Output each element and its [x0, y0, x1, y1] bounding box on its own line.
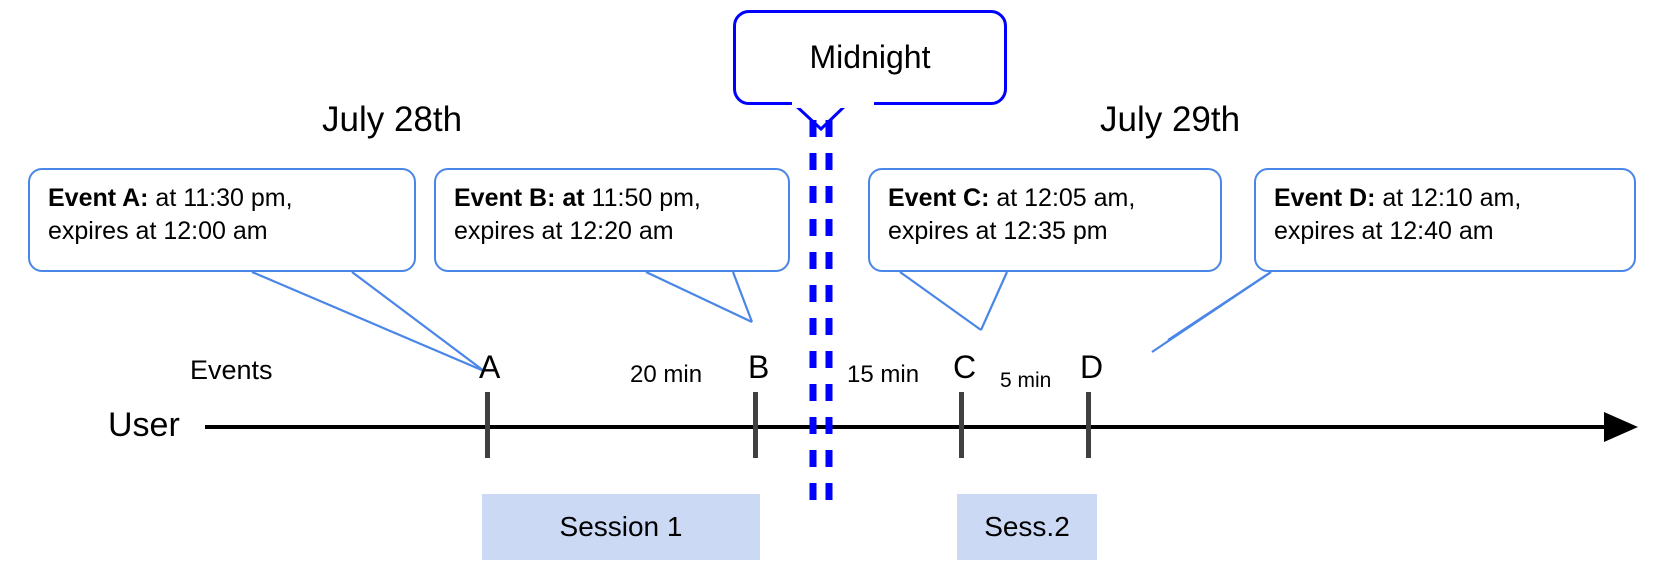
tick-mark-d	[1086, 392, 1091, 458]
leader-line-event-a	[251, 270, 485, 373]
midnight-label: Midnight	[809, 39, 931, 75]
callout-event-b-bold: Event B: at	[454, 184, 585, 212]
tick-label-c: C	[953, 349, 977, 385]
callout-event-d-rest: at 12:10 am,	[1375, 184, 1522, 212]
leader-line-event-b	[645, 271, 754, 323]
callout-event-b-line1: Event B: at 11:50 pm,	[454, 182, 774, 215]
gap-label-c-to-d: 5 min	[1000, 369, 1052, 392]
gap-label-a-to-b: 20 min	[630, 361, 703, 388]
session-box-1: Session 1	[482, 494, 760, 560]
callout-event-c: Event C: at 12:05 am, expires at 12:35 p…	[868, 168, 1222, 272]
tick-mark-c	[959, 392, 964, 458]
date-label-july-29: July 29th	[1100, 100, 1241, 139]
tick-label-d: D	[1080, 349, 1104, 385]
tick-label-a: A	[479, 349, 501, 385]
row-label-events: Events	[190, 355, 273, 385]
gap-label-b-to-c: 15 min	[847, 361, 920, 388]
callout-event-a-bold: Event A:	[48, 184, 149, 212]
callout-event-d: Event D: at 12:10 am, expires at 12:40 a…	[1254, 168, 1636, 272]
callout-event-b: Event B: at 11:50 pm, expires at 12:20 a…	[434, 168, 790, 272]
callout-event-c-rest: at 12:05 am,	[989, 184, 1136, 212]
callout-event-d-line1: Event D: at 12:10 am,	[1274, 182, 1620, 215]
callout-event-a-line1: Event A: at 11:30 pm,	[48, 182, 400, 215]
date-label-july-28: July 28th	[322, 100, 463, 139]
row-label-user: User	[108, 406, 180, 444]
tick-mark-a	[485, 392, 490, 458]
callout-event-c-line2: expires at 12:35 pm	[888, 216, 1108, 245]
callout-event-c-bold: Event C:	[888, 184, 990, 212]
callout-event-b-line2: expires at 12:20 am	[454, 216, 674, 245]
session-box-1-label: Session 1	[559, 511, 683, 542]
callout-event-d-bold: Event D:	[1274, 184, 1376, 212]
tick-label-b: B	[748, 349, 770, 385]
midnight-tail-mask	[792, 98, 874, 108]
leader-line-event-d	[1151, 271, 1272, 353]
midnight-callout: Midnight	[733, 10, 1007, 105]
leader-line-event-c	[899, 271, 1009, 331]
callout-event-a-rest: at 11:30 pm,	[148, 184, 293, 212]
session-box-2-label: Sess.2	[984, 511, 1070, 542]
tick-mark-b	[753, 392, 758, 458]
callout-event-b-rest: 11:50 pm,	[584, 184, 701, 212]
callout-event-a-line2: expires at 12:00 am	[48, 216, 268, 245]
callout-event-a: Event A: at 11:30 pm, expires at 12:00 a…	[28, 168, 416, 272]
timeline-axis	[205, 412, 1638, 442]
midnight-divider-line	[809, 120, 833, 508]
callout-event-d-line2: expires at 12:40 am	[1274, 216, 1494, 245]
callout-event-c-line1: Event C: at 12:05 am,	[888, 182, 1206, 215]
session-box-2: Sess.2	[957, 494, 1097, 560]
